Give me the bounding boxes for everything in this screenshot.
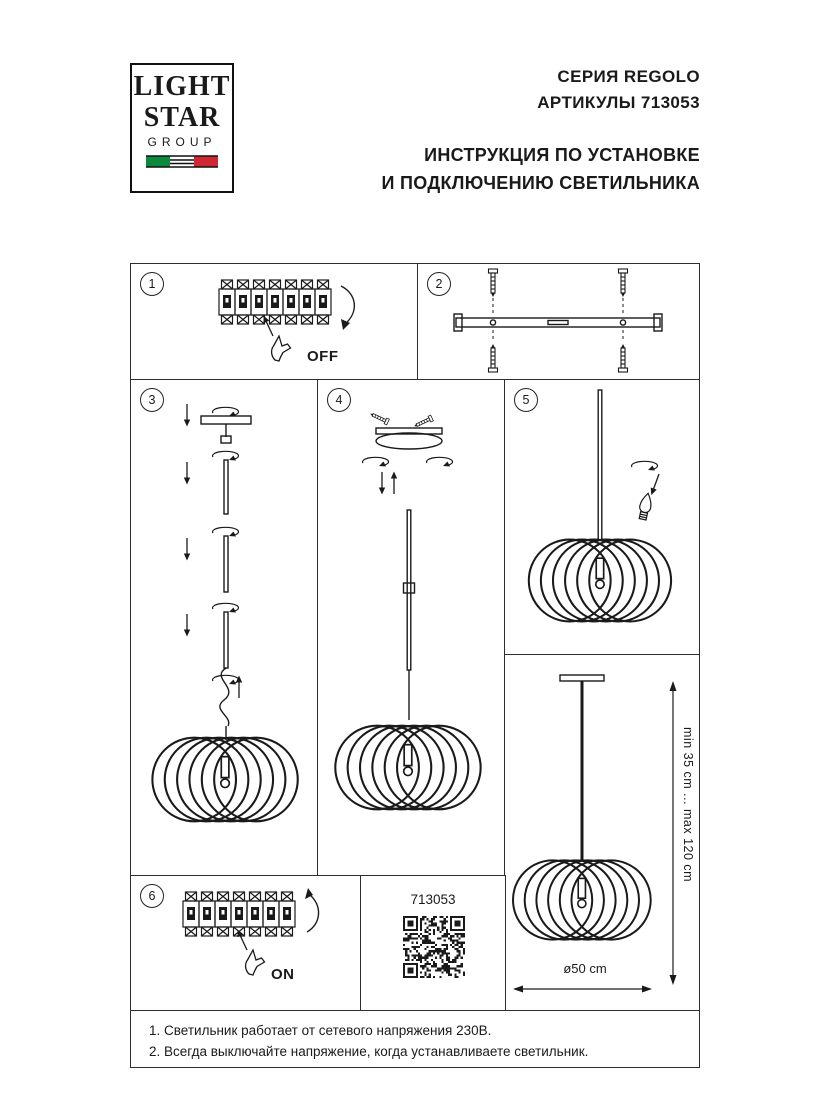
steps-grid: 1 OFF 2 <box>130 263 700 1068</box>
diameter-label: ø50 cm <box>563 961 607 976</box>
step-6-panel: 6 ON <box>130 875 361 1011</box>
note-2: 2. Всегда выключайте напряжение, когда у… <box>149 1043 589 1059</box>
logo-word-light: LIGHT <box>133 71 231 102</box>
step-6-number: 6 <box>148 889 156 903</box>
step-4-panel: 4 <box>317 379 505 876</box>
lightstar-logo: LIGHT STAR GROUP <box>130 63 234 193</box>
breaker-off-diagram <box>131 264 355 362</box>
breaker-on-diagram <box>131 888 320 976</box>
article-number: 713053 <box>410 892 456 907</box>
step-4-marker: 4 <box>327 388 351 412</box>
step-2-panel: 2 <box>417 263 700 380</box>
dimensions-diagram <box>512 674 677 993</box>
rod-assembly-diagram <box>151 403 299 823</box>
qr-code <box>403 916 465 978</box>
hand-icon <box>244 949 266 976</box>
header: СЕРИЯ REGOLO АРТИКУЛЫ 713053 ИНСТРУКЦИЯ … <box>382 64 700 198</box>
hand-icon <box>270 335 292 362</box>
series-title: СЕРИЯ REGOLO <box>557 67 700 86</box>
instruction-title-line1: ИНСТРУКЦИЯ ПО УСТАНОВКЕ <box>424 144 700 165</box>
canopy-mounting-diagram <box>334 410 482 811</box>
instruction-title-line2: И ПОДКЛЮЧЕНИЮ СВЕТИЛЬНИКА <box>381 173 700 194</box>
step-2-marker: 2 <box>427 272 451 296</box>
mounting-plate-diagram <box>453 268 663 373</box>
height-range-label: min 35 cm ... max 120 cm <box>681 727 695 883</box>
step-1-marker: 1 <box>140 272 164 296</box>
logo-word-group: GROUP <box>147 135 217 150</box>
step-3-number: 3 <box>148 393 156 407</box>
qr-panel: 713053 <box>360 875 506 1011</box>
step-5-panel: 5 <box>504 379 700 656</box>
step-1-number: 1 <box>148 277 156 291</box>
step-6-marker: 6 <box>140 884 164 908</box>
article-number-title: АРТИКУЛЫ 713053 <box>537 93 700 113</box>
on-label: ON <box>271 966 295 983</box>
step-2-number: 2 <box>435 277 443 291</box>
step-4-number: 4 <box>335 393 343 407</box>
bulb-icon <box>636 491 655 521</box>
instruction-title: ИНСТРУКЦИЯ ПО УСТАНОВКЕ И ПОДКЛЮЧЕНИЮ СВ… <box>382 141 700 199</box>
step-5-number: 5 <box>522 393 530 407</box>
off-label: OFF <box>307 348 339 365</box>
step-3-panel: 3 <box>130 379 318 876</box>
note-1: 1. Светильник работает от сетевого напря… <box>149 1023 492 1038</box>
step-3-marker: 3 <box>140 388 164 412</box>
step-1-panel: 1 OFF <box>130 263 418 380</box>
step-5-marker: 5 <box>514 388 538 412</box>
italian-flag-icon <box>146 155 218 168</box>
bulb-insertion-diagram <box>527 389 673 623</box>
logo-word-star: STAR <box>143 101 221 133</box>
notes: 1. Светильник работает от сетевого напря… <box>130 1010 700 1068</box>
dimensions-panel: min 35 cm ... max 120 cm ø50 cm <box>504 654 700 1011</box>
